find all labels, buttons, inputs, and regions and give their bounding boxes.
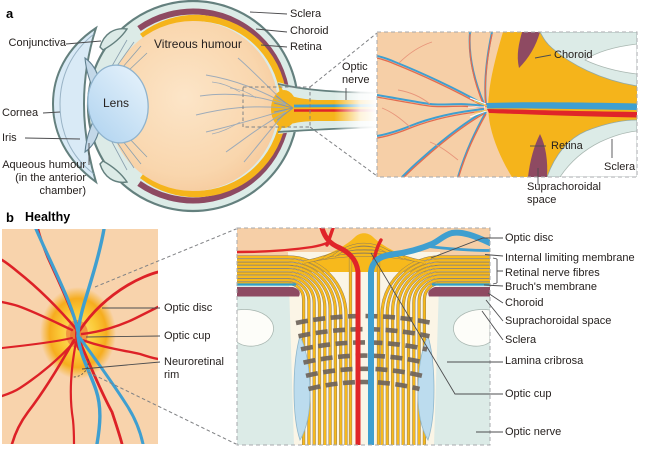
anterior-segment — [51, 25, 149, 185]
inset-b-label-choroid: Choroid — [505, 297, 544, 309]
inset-b-border — [236, 227, 491, 446]
label-optic-nerve: Optic nerve — [342, 61, 382, 87]
aqueous-line1: Aqueous humour — [2, 159, 86, 171]
inset-a-label-choroid: Choroid — [554, 49, 593, 61]
label-iris: Iris — [2, 132, 17, 144]
fundus-connectors — [87, 228, 237, 445]
optic-nerve-inset — [377, 32, 637, 177]
inset-b-label-retinal-nerve-fibres: Retinal nerve fibres — [505, 267, 600, 279]
rim-line1: Neuroretinal — [164, 356, 224, 368]
lamina-cribrosa — [295, 313, 433, 392]
fundus-label-optic-cup: Optic cup — [164, 330, 211, 342]
inset-b-label-lamina-cribrosa: Lamina cribrosa — [505, 355, 584, 367]
suprachoroidal-line1: Suprachoroidal — [527, 181, 601, 193]
nerve-head-fibres — [273, 95, 294, 121]
inset-b-label-internal-limiting-membrane: Internal limiting membrane — [505, 252, 635, 264]
label-sclera: Sclera — [290, 8, 322, 20]
inset-b-label-optic-disc: Optic disc — [505, 232, 554, 244]
label-choroid: Choroid — [290, 25, 329, 37]
suprachoroidal-line2: space — [527, 194, 557, 206]
leader-lines — [24, 11, 613, 433]
aqueous-line3: chamber) — [39, 185, 86, 197]
inset-a-border — [376, 31, 638, 178]
nerve-fibre-bundles — [237, 243, 490, 445]
rim-line2: rim — [164, 369, 180, 381]
label-retina: Retina — [290, 41, 322, 53]
optic-nerve-line1: Optic — [342, 61, 368, 73]
inset-b-label-suprachoroidal-space: Suprachoroidal space — [505, 315, 612, 327]
eye-cross-section — [51, 0, 382, 213]
inset-b-label-sclera: Sclera — [505, 334, 537, 346]
label-conjunctiva: Conjunctiva — [8, 37, 66, 49]
fundus-label-optic-disc: Optic disc — [164, 302, 213, 314]
inset-a-label-retina: Retina — [551, 140, 583, 152]
panel-b-letter: b — [6, 210, 14, 225]
inset-b-label-optic-cup: Optic cup — [505, 388, 552, 400]
inset-b-label-bruchs-membrane: Bruch's membrane — [505, 281, 597, 293]
label-lens: Lens — [103, 96, 130, 110]
inset-b-label-optic-nerve: Optic nerve — [505, 426, 562, 438]
central-retinal-vessels — [237, 228, 490, 445]
panel-b-title: Healthy — [25, 210, 71, 224]
inset-a-label-suprachoroidal-space: Suprachoroidal space — [527, 181, 627, 207]
inset-a-vessel-fan — [377, 32, 493, 177]
label-cornea: Cornea — [2, 107, 39, 119]
fundus-label-neuroretinal-rim: Neuroretinal rim — [164, 356, 244, 382]
panel-a-letter: a — [6, 6, 14, 21]
label-vitreous-humour: Vitreous humour — [154, 37, 242, 51]
aqueous-line2: (in the anterior — [15, 172, 86, 184]
optic-nerve-line2: nerve — [342, 74, 370, 86]
fundus-veins — [34, 229, 145, 444]
label-aqueous-humour: Aqueous humour (in the anterior chamber) — [0, 159, 86, 198]
inset-a-label-sclera: Sclera — [604, 161, 636, 173]
optic-nerve-head-inset — [237, 228, 490, 445]
roi-box-a — [242, 32, 378, 177]
